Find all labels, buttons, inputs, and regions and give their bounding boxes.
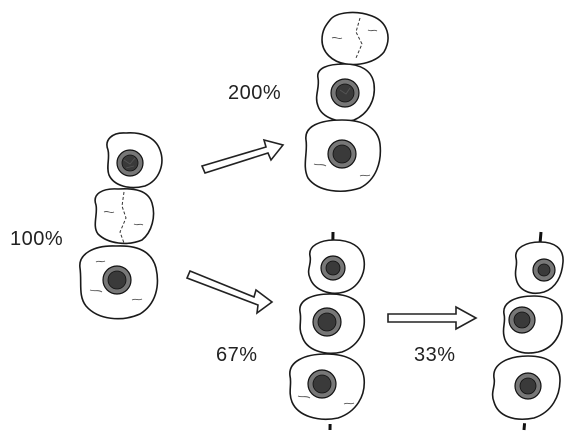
cell-stack-33	[491, 231, 564, 431]
arrow-to-33	[387, 305, 478, 331]
arrow-to-67	[185, 269, 274, 315]
cell-top-empty	[321, 11, 389, 66]
cell-stack-67	[289, 231, 366, 431]
label-200-percent: 200%	[228, 82, 282, 104]
label-100-percent: 100%	[10, 228, 64, 250]
cell-stack-200	[304, 11, 389, 192]
arrow-to-200	[200, 138, 285, 174]
label-67-percent: 67%	[216, 344, 258, 366]
label-33-percent: 33%	[414, 344, 456, 366]
cell-stack-100	[79, 132, 163, 320]
cell-middle-empty	[94, 187, 155, 245]
